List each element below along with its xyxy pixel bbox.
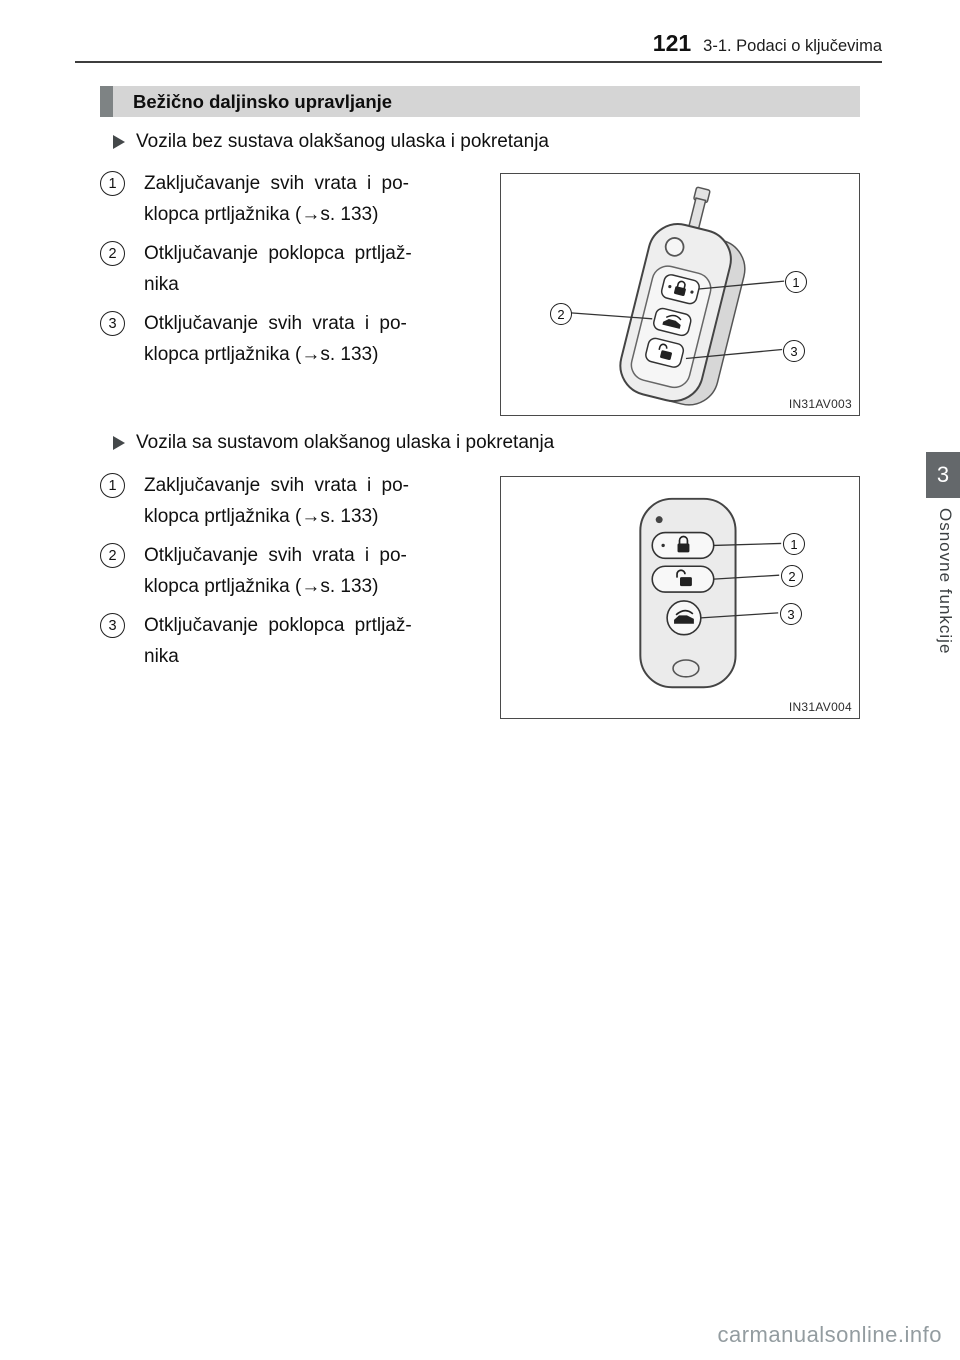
indicator-led [655,516,663,524]
figure-smart-key: 1 2 3 IN31AV004 [500,476,860,719]
chapter-title: 3-1. Podaci o ključevima [703,37,882,55]
item-text: Otključavanje poklopca prtljaž- [144,243,412,264]
chapter-side-label: Osnovne funkcije [936,508,955,655]
unlock-icon [651,565,715,593]
figure-flip-key: 1 2 3 IN31AV003 [500,173,860,416]
subsection-heading-1-label: Vozila bez sustava olakšanog ulaska i po… [136,131,549,152]
lock-icon [660,274,700,305]
item-text: nika [144,646,179,667]
key-ring-hole [672,659,700,678]
callout-1: 1 [783,533,805,555]
callout-2: 2 [781,565,803,587]
item-text: Zaključavanje svih vrata i po- [144,173,409,194]
arrow-right-icon [113,135,125,149]
lock-icon [651,531,715,560]
watermark-text: carmanualsonline.info [717,1322,942,1347]
item-number-badge: 1 [100,473,125,498]
list-item: 3 Otključavanje svih vrata i po- klopca … [100,308,494,370]
item-number-badge: 3 [100,613,125,638]
callout-3: 3 [780,603,802,625]
page-header: 121 3-1. Podaci o ključevima [653,30,882,57]
item-text: klopca prtljažnika (→s. 133) [144,576,379,597]
list-item: 3 Otključavanje poklopca prtljaž- nika [100,610,494,672]
item-number-badge: 2 [100,241,125,266]
item-text: klopca prtljažnika (→s. 133) [144,506,379,527]
callout-2: 2 [550,303,572,325]
unlock-icon [645,337,685,368]
smart-key-illustration [639,497,782,689]
arrow-right-icon [113,436,125,450]
trunk-icon [666,600,702,636]
list-item: 1 Zaključavanje svih vrata i po- klopca … [100,470,494,532]
flip-key-illustration [570,186,785,406]
item-list-1: 1 Zaključavanje svih vrata i po- klopca … [100,168,494,378]
item-text: Otključavanje poklopca prtljaž- [144,615,412,636]
section-title-bar: Bežično daljinsko upravljanje [100,86,860,117]
subsection-heading-2: Vozila sa sustavom olakšanog ulaska i po… [113,432,554,454]
item-text: Otključavanje svih vrata i po- [144,545,407,566]
figure-code: IN31AV004 [788,700,852,714]
item-number-badge: 1 [100,171,125,196]
list-item: 1 Zaključavanje svih vrata i po- klopca … [100,168,494,230]
callout-3: 3 [783,340,805,362]
header-divider [75,61,882,63]
item-text: Zaključavanje svih vrata i po- [144,475,409,496]
callout-1: 1 [785,271,807,293]
list-item: 2 Otključavanje poklopca prtljaž- nika [100,238,494,300]
figure-code: IN31AV003 [788,397,852,411]
item-text: klopca prtljažnika (→s. 133) [144,204,379,225]
item-text: Otključavanje svih vrata i po- [144,313,407,334]
subsection-heading-2-label: Vozila sa sustavom olakšanog ulaska i po… [136,432,555,453]
item-number-badge: 3 [100,311,125,336]
section-accent-block [100,86,113,117]
item-number-badge: 2 [100,543,125,568]
item-text: klopca prtljažnika (→s. 133) [144,344,379,365]
list-item: 2 Otključavanje svih vrata i po- klopca … [100,540,494,602]
item-text: nika [144,274,179,295]
chapter-tab: 3 [926,452,960,498]
page-number: 121 [652,30,692,56]
subsection-heading-1: Vozila bez sustava olakšanog ulaska i po… [113,131,549,153]
section-title: Bežično daljinsko upravljanje [133,90,393,112]
trunk-icon [653,307,692,337]
item-list-2: 1 Zaključavanje svih vrata i po- klopca … [100,470,494,680]
